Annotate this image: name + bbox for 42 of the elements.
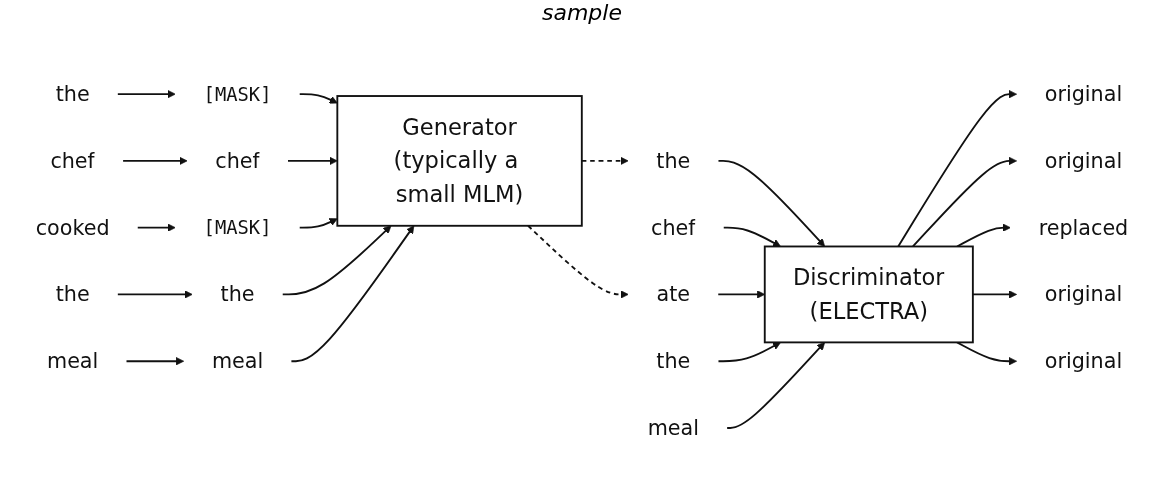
arrow — [122, 157, 188, 166]
arrow — [726, 342, 826, 430]
arrow — [116, 90, 176, 99]
node-text: meal — [46, 349, 99, 374]
node-text: replaced — [1038, 216, 1129, 240]
arrow — [717, 342, 781, 363]
arrow — [281, 225, 392, 296]
node-text: the — [656, 349, 691, 374]
node-text: cooked — [35, 216, 110, 240]
node-text: chef — [651, 216, 696, 240]
arrow — [717, 160, 826, 248]
arrow — [956, 224, 1011, 248]
arrow — [527, 225, 629, 299]
node-text: ate — [656, 283, 691, 307]
node-text: original — [1044, 82, 1123, 107]
arrow — [116, 290, 193, 299]
note-text: sample — [542, 0, 622, 27]
arrow — [290, 225, 415, 363]
arrow — [897, 90, 1017, 248]
node-text: [MASK] — [203, 216, 272, 240]
node-text: meal — [211, 349, 264, 374]
arrow — [298, 218, 338, 230]
arrow — [125, 357, 185, 366]
node-text: original — [1044, 349, 1123, 374]
node-box: Discriminator (ELECTRA) — [763, 246, 974, 344]
node-text: meal — [647, 416, 699, 441]
node-text: [MASK] — [203, 83, 272, 106]
node-text: the — [55, 283, 90, 307]
arrow — [912, 157, 1017, 248]
node-box: Generator (typically a small MLM) — [336, 95, 583, 228]
node-text: chef — [50, 149, 95, 174]
arrow — [722, 227, 781, 248]
arrow — [298, 93, 338, 105]
node-text: original — [1044, 149, 1123, 174]
node-text: the — [55, 82, 90, 107]
node-text: the — [220, 283, 255, 307]
arrow — [136, 224, 176, 233]
node-text: the — [656, 149, 691, 174]
node-text: original — [1044, 283, 1123, 307]
node-text: chef — [215, 149, 260, 174]
arrow — [956, 341, 1017, 366]
arrow — [287, 157, 338, 166]
